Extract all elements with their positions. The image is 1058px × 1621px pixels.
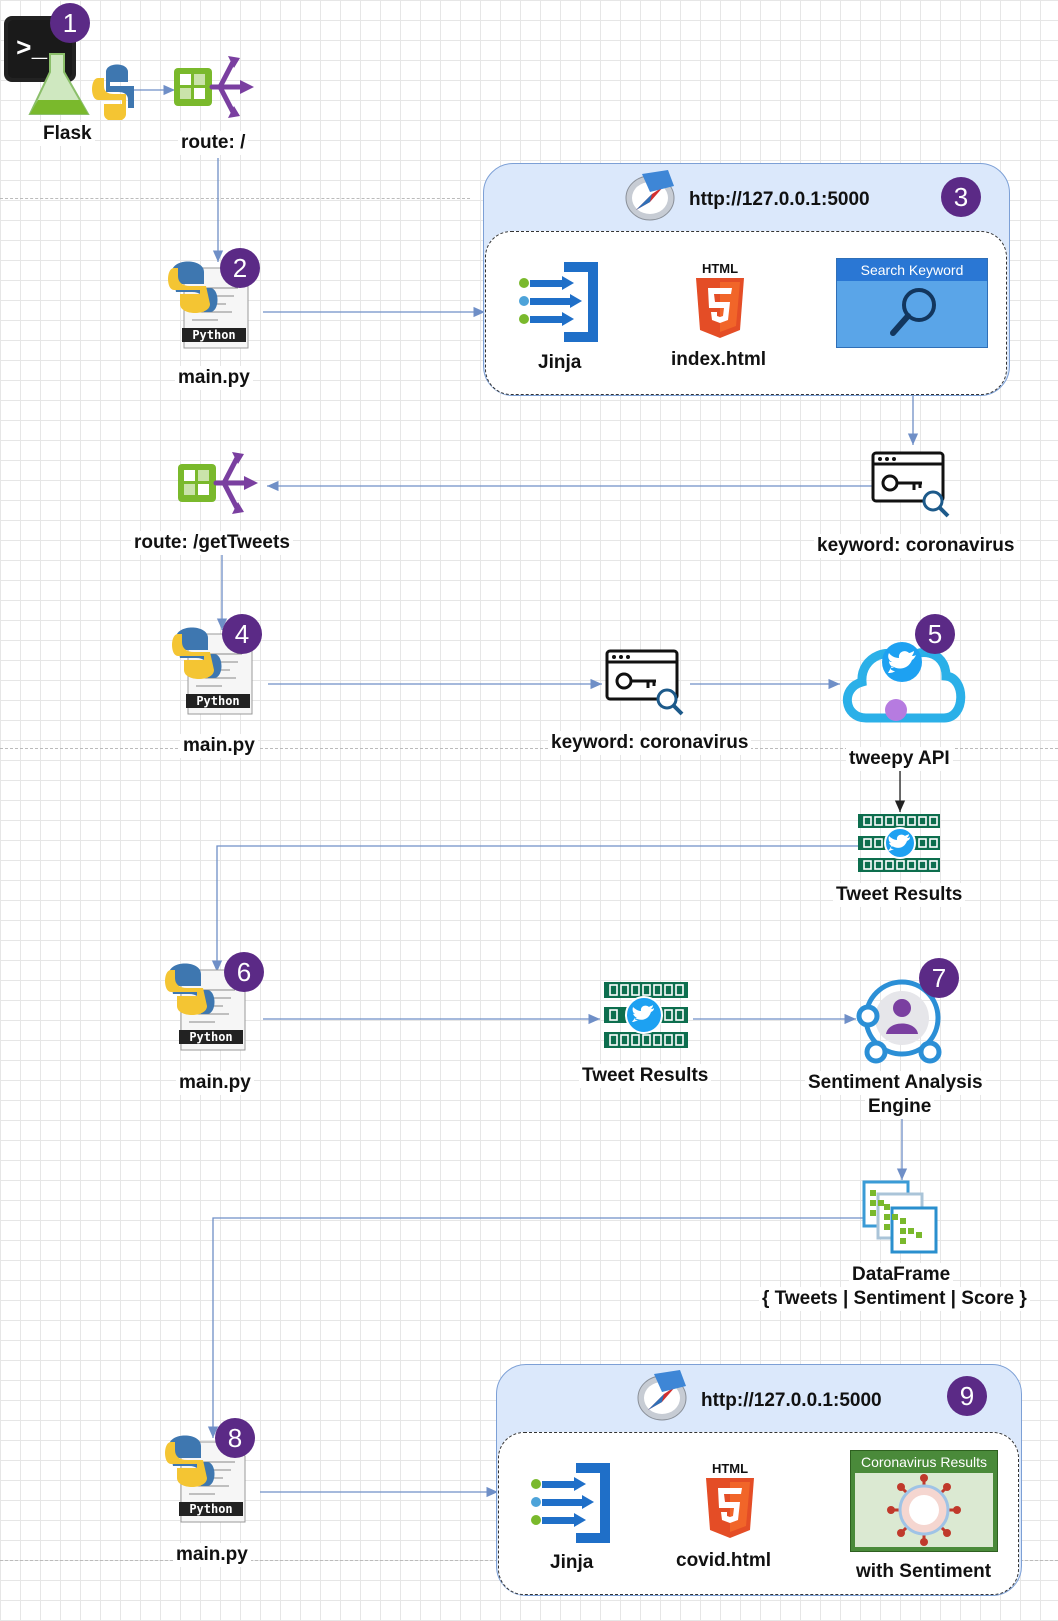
flask-label: Flask [40,122,95,146]
coronavirus-results-panel[interactable]: Coronavirus Results [850,1450,998,1552]
step-badge-9: 9 [947,1376,987,1416]
dataframe-label-line1: DataFrame [849,1263,954,1287]
keyword-label-1: keyword: coronavirus [814,534,1018,558]
step-badge-5: 5 [915,614,955,654]
step-badge-4: 4 [222,614,262,654]
jinja-label-1: Jinja [535,351,585,375]
key-window-icon [605,649,684,716]
compass-browser-icon [625,170,675,221]
python-file-icon: Python [172,627,253,715]
python-file-icon: Python [168,261,249,349]
jinja-label-2: Jinja [547,1551,597,1575]
html5-icon: HTML [706,1461,754,1538]
jinja-icon [519,262,598,342]
search-keyword-title: Search Keyword [837,259,987,281]
virus-icon [887,1474,961,1546]
key-window-icon [871,451,950,518]
tweet-results-label-2: Tweet Results [579,1064,712,1088]
step-badge-1: 1 [50,3,90,43]
search-keyword-panel[interactable]: Search Keyword [836,258,988,348]
python-file-icon: Python [165,1435,246,1523]
step-badge-8: 8 [215,1418,255,1458]
browser-url-1[interactable]: http://127.0.0.1:5000 [689,189,870,210]
python-file-icon: Python [165,963,246,1051]
sentiment-engine-icon [856,979,942,1064]
terminal-flask-python-icon: >_ [4,16,134,120]
route-root-label: route: / [178,131,249,155]
main-py-label-4: main.py [173,1543,251,1567]
svg-text:Python: Python [189,1030,232,1044]
svg-text:>_: >_ [16,34,48,64]
keyword-label-2: keyword: coronavirus [548,731,752,755]
step-badge-6: 6 [224,952,264,992]
svg-text:HTML: HTML [702,261,738,276]
compass-browser-icon [637,1370,687,1421]
step-badge-7: 7 [919,958,959,998]
twitter-cloud-icon [842,642,966,723]
step-badge-2: 2 [220,248,260,288]
with-sentiment-label: with Sentiment [853,1560,995,1584]
dataframe-icon [862,1180,938,1254]
step-badge-3: 3 [941,177,981,217]
covid-html-label: covid.html [673,1549,775,1573]
index-html-label: index.html [668,348,770,372]
svg-text:Python: Python [192,328,235,342]
html5-icon: HTML [696,261,744,338]
edge-dataframe-main4 [207,1217,866,1438]
search-icon [890,288,936,336]
jinja-icon [531,1463,610,1543]
routing-icon [174,56,254,118]
route-gettweets-label: route: /getTweets [131,531,293,555]
routing-icon [178,452,258,514]
sentiment-label-line2: Engine [865,1095,935,1119]
svg-text:Python: Python [196,694,239,708]
page-boundary [0,748,1058,749]
sentiment-label-line1: Sentiment Analysis [805,1071,986,1095]
browser-url-2[interactable]: http://127.0.0.1:5000 [701,1390,882,1411]
tweet-results-icon [858,814,940,872]
svg-text:Python: Python [189,1502,232,1516]
main-py-label-3: main.py [176,1071,254,1095]
main-py-label-2: main.py [180,734,258,758]
tweet-results-icon [604,982,688,1048]
edge-tweets-main3 [211,845,858,972]
coronavirus-results-title: Coronavirus Results [860,1454,988,1470]
tweet-results-label-1: Tweet Results [833,883,966,907]
main-py-label-1: main.py [175,366,253,390]
dataframe-label-line2: { Tweets | Sentiment | Score } [759,1287,1030,1311]
tweepy-label: tweepy API [846,747,953,771]
svg-text:HTML: HTML [712,1461,748,1476]
page-boundary [0,198,470,199]
